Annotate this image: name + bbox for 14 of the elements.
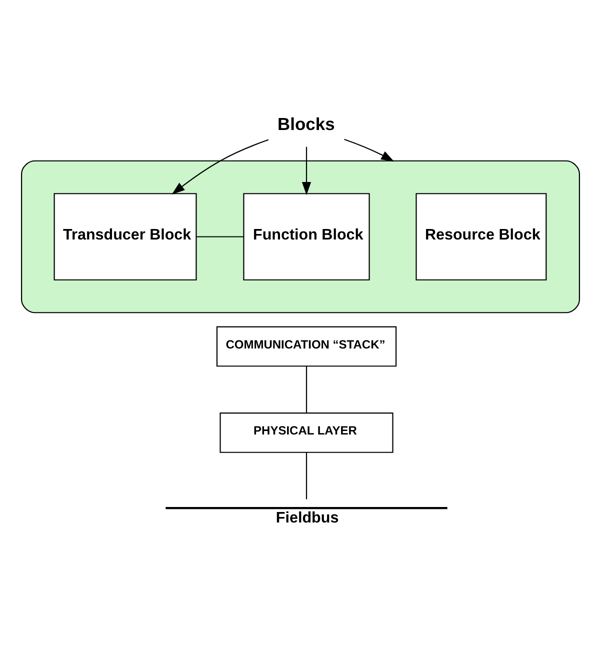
arrow xyxy=(172,138,269,194)
connector xyxy=(306,366,308,413)
node-box: Function Block xyxy=(243,192,370,280)
arrow xyxy=(302,146,312,195)
node-text: Fieldbus xyxy=(276,508,339,526)
connector xyxy=(306,452,308,499)
node-text: Blocks xyxy=(278,114,335,134)
node-box: PHYSICAL LAYER xyxy=(220,412,394,452)
node-box: COMMUNICATION “STACK” xyxy=(216,326,397,366)
node-box: Transducer Block xyxy=(54,192,197,280)
cluster xyxy=(21,160,580,313)
connector xyxy=(196,236,244,237)
node-box: Resource Block xyxy=(416,192,547,280)
arrow xyxy=(344,138,394,162)
